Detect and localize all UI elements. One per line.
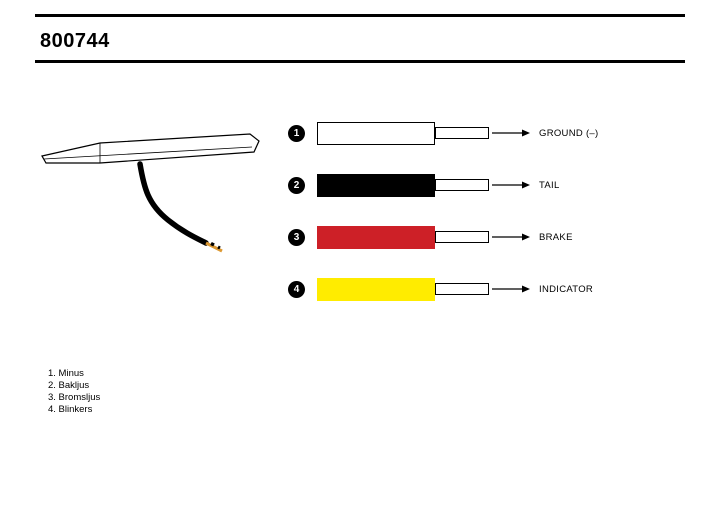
- wire-label: TAIL: [539, 179, 560, 191]
- wire-color-swatch: [317, 121, 435, 145]
- arrow-right-icon: [492, 128, 530, 138]
- arrow-right-icon: [492, 284, 530, 294]
- lamp-cable: [137, 161, 209, 246]
- wire-color-swatch: [317, 173, 435, 197]
- wire-stripped-end: [435, 127, 489, 139]
- legend-item: 3. Bromsljus: [48, 392, 101, 403]
- wire-tip-stripe: [210, 241, 215, 247]
- lamp-illustration-svg: [41, 133, 260, 253]
- wire-tip-strand: [205, 241, 223, 253]
- wire-number-badge: 3: [288, 228, 305, 246]
- wire-row-ground: 1 GROUND (–): [288, 121, 598, 145]
- wire-stripped-end: [435, 179, 489, 191]
- wire-number-badge: 4: [288, 280, 305, 298]
- page-title: 800744: [40, 30, 110, 52]
- wire-stripped-end: [435, 231, 489, 243]
- legend-item: 2. Bakljus: [48, 380, 90, 391]
- lamp-lens-seam: [43, 146, 253, 160]
- wire-color-swatch: [317, 277, 435, 301]
- arrow-right-icon: [492, 232, 530, 242]
- title-underline-rule: [35, 60, 685, 63]
- lamp-drawing: [28, 110, 273, 275]
- wire-tip-stripe: [217, 245, 221, 250]
- wire-color-swatch: [317, 225, 435, 249]
- wire-row-brake: 3 BRAKE: [288, 225, 573, 249]
- wire-label: BRAKE: [539, 231, 573, 243]
- legend-item: 1. Minus: [48, 368, 84, 379]
- wire-row-indicator: 4 INDICATOR: [288, 277, 593, 301]
- wire-stripped-end: [435, 283, 489, 295]
- top-rule: [35, 14, 685, 17]
- legend: 1. Minus 2. Bakljus 3. Bromsljus 4. Blin…: [48, 368, 100, 416]
- wire-number-badge: 1: [288, 124, 305, 142]
- wire-label: GROUND (–): [539, 127, 599, 139]
- wire-row-tail: 2 TAIL: [288, 173, 560, 197]
- legend-item: 4. Blinkers: [48, 404, 93, 415]
- arrow-right-icon: [492, 180, 530, 190]
- wire-number-badge: 2: [288, 176, 305, 194]
- wire-label: INDICATOR: [539, 283, 594, 295]
